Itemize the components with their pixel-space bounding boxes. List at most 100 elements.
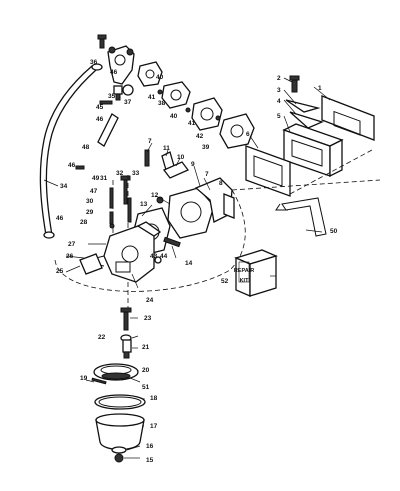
callout-41b: 41	[188, 120, 196, 127]
callout-12: 12	[151, 192, 159, 199]
callout-19: 19	[80, 375, 88, 382]
screw-36	[97, 34, 107, 49]
callout-4: 4	[277, 98, 281, 105]
callout-28: 28	[80, 219, 88, 226]
pump-body	[191, 97, 223, 131]
callout-37: 37	[124, 99, 132, 106]
leader-lines	[43, 77, 331, 459]
callout-6: 6	[246, 131, 250, 138]
callout-47: 47	[90, 188, 98, 195]
choke-link-rod	[275, 197, 327, 237]
callout-13: 13	[140, 201, 148, 208]
dashed-centerlines	[112, 175, 129, 320]
callout-1: 1	[318, 85, 322, 92]
reed-screw	[289, 75, 300, 93]
callout-21: 21	[142, 344, 150, 351]
throttle-shaft	[144, 149, 150, 167]
callout-3: 3	[277, 87, 281, 94]
callout-44: 44	[160, 253, 168, 260]
main-jet	[122, 339, 132, 359]
bowl-nut	[114, 453, 124, 463]
callout-23: 23	[144, 315, 152, 322]
lever-10	[162, 161, 190, 179]
idle-adjust-screw	[120, 175, 132, 223]
callout-20: 20	[142, 367, 150, 374]
callout-7b: 7	[205, 171, 209, 178]
callout-32: 32	[116, 170, 124, 177]
float	[93, 363, 139, 381]
fuel-pump-cover	[107, 45, 135, 85]
carburetor-body	[93, 221, 162, 283]
callout-38: 38	[158, 100, 166, 107]
check-valve	[122, 84, 134, 96]
callout-34: 34	[60, 183, 68, 190]
clip-46-mid	[75, 165, 85, 170]
callout-46c: 46	[68, 162, 76, 169]
reed-block-gasket	[245, 145, 291, 197]
callout-46a: 46	[110, 69, 118, 76]
intake-manifold	[194, 177, 235, 223]
repair-kit-box: REPAIR KIT	[234, 249, 278, 297]
callout-42: 42	[196, 133, 204, 140]
callout-36: 36	[90, 59, 98, 66]
callout-49: 49	[92, 175, 100, 182]
callout-31: 31	[100, 175, 108, 182]
hose-clamp-top	[91, 63, 103, 71]
callout-27: 27	[68, 241, 76, 248]
callout-15: 15	[146, 457, 154, 464]
callout-40a: 40	[170, 113, 178, 120]
pump-gasket-1	[137, 61, 163, 87]
reed-petals	[289, 111, 324, 129]
callout-39: 39	[202, 144, 210, 151]
reed-gasket	[321, 95, 375, 141]
callout-7a: 7	[148, 138, 152, 145]
float-pin	[91, 377, 107, 385]
callout-35: 35	[108, 93, 116, 100]
drain-screw	[120, 307, 132, 331]
bowl-washer	[111, 446, 127, 454]
callout-14: 14	[185, 260, 193, 267]
callout-43: 43	[150, 253, 158, 260]
callout-2: 2	[277, 75, 281, 82]
reed-dashed-guides	[231, 149, 381, 195]
callout-11: 11	[163, 145, 170, 152]
callout-16: 16	[146, 443, 154, 450]
pump-base-gasket	[219, 113, 255, 149]
hose-clamp-bottom	[43, 231, 55, 239]
callout-51: 51	[142, 384, 150, 391]
callout-41a: 41	[148, 94, 156, 101]
callout-50: 50	[330, 228, 338, 235]
repair-kit-label-2: KIT	[240, 278, 250, 284]
float-bowl	[95, 413, 145, 451]
repair-kit-label-1: REPAIR	[234, 268, 254, 274]
callout-46b: 46	[96, 116, 104, 123]
fitting-46	[99, 100, 113, 105]
small-springs	[157, 89, 221, 121]
callout-17: 17	[150, 423, 158, 430]
carburetor-base-plate	[79, 253, 103, 275]
callout-45: 45	[96, 104, 104, 111]
callout-9: 9	[191, 161, 195, 168]
reed-stop	[285, 99, 321, 113]
callout-30: 30	[86, 198, 94, 205]
callout-5: 5	[277, 113, 281, 120]
stud-bolt	[163, 236, 181, 248]
callout-33: 33	[132, 170, 140, 177]
washer-44	[154, 256, 162, 264]
callout-labels: 1 2 3 4 5 6 7 7 8 9 10 11 12 13 14 15 16…	[56, 59, 338, 464]
callout-29: 29	[86, 209, 94, 216]
callout-10: 10	[177, 154, 185, 161]
callout-40b: 40	[156, 74, 164, 81]
callout-52: 52	[221, 278, 229, 285]
callout-22: 22	[98, 334, 106, 341]
callout-18: 18	[150, 395, 158, 402]
callout-46d: 46	[56, 215, 64, 222]
short-fuel-line	[97, 113, 119, 147]
reed-block	[282, 123, 344, 178]
callout-8: 8	[219, 180, 223, 187]
callout-25: 25	[56, 268, 64, 275]
callout-48: 48	[82, 144, 90, 151]
bowl-gasket	[94, 394, 146, 410]
